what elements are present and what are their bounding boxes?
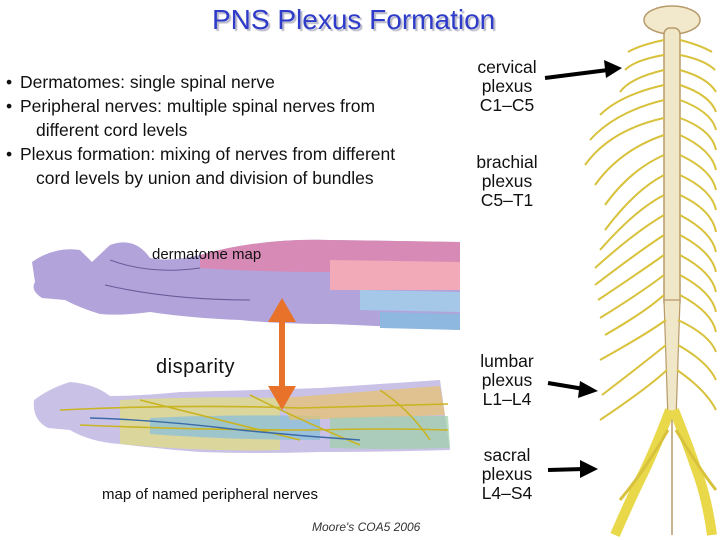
bullet-list: •Dermatomes: single spinal nerve •Periph… (6, 70, 395, 190)
bullet-item: •Dermatomes: single spinal nerve (6, 72, 275, 92)
credit-text: Moore's COA5 2006 (312, 520, 421, 534)
plexus-arrows (544, 60, 622, 478)
spinal-cord-figure (584, 5, 718, 537)
bullet-item: •Plexus formation: mixing of nerves from… (6, 144, 396, 188)
nerve-map-label: map of named peripheral nerves (102, 486, 318, 503)
bullet-item: •Peripheral nerves: multiple spinal nerv… (6, 96, 376, 140)
disparity-double-arrow (268, 298, 296, 410)
disparity-label: disparity (156, 356, 235, 378)
dermatome-arm (32, 239, 460, 330)
page-title: PNS Plexus Formation (212, 4, 496, 35)
dermatome-map-label: dermatome map (152, 246, 262, 263)
nerve-map-arm (33, 380, 451, 453)
